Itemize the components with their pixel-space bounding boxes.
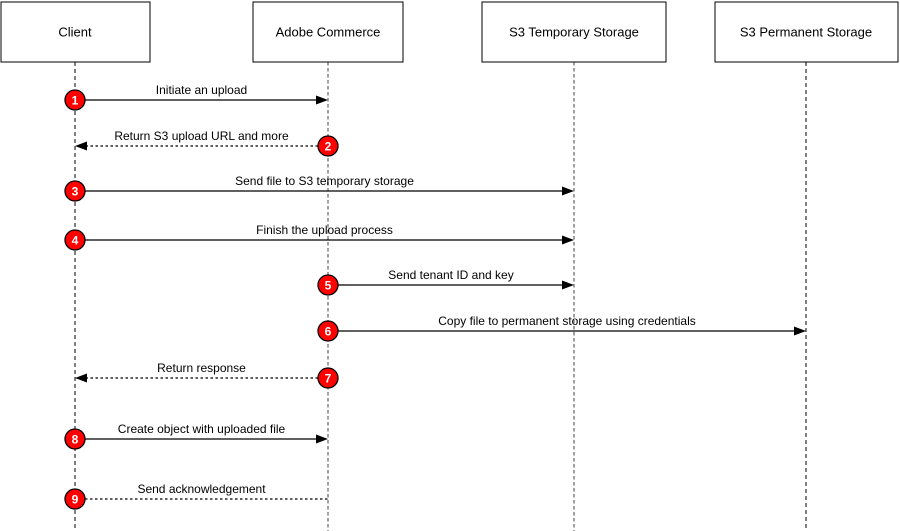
message-arrowhead-5 [562, 280, 574, 290]
message-label-4: Finish the upload process [256, 223, 393, 237]
step-number-4: 4 [72, 234, 79, 248]
step-number-3: 3 [72, 185, 79, 199]
message-arrowhead-6 [794, 326, 806, 336]
step-badge-7 [317, 367, 339, 389]
actor-box-adobe-commerce [252, 1, 404, 63]
step-badge-6 [317, 320, 339, 342]
actor-label-s3-permanent: S3 Permanent Storage [740, 25, 872, 40]
message-arrowhead-1 [316, 95, 328, 105]
step-badge-5 [317, 274, 339, 296]
step-number-5: 5 [325, 279, 332, 293]
actor-box-client [0, 1, 151, 63]
message-label-8: Create object with uploaded file [118, 422, 286, 436]
message-arrowhead-8 [316, 434, 328, 444]
step-badge-1 [64, 89, 86, 111]
step-number-7: 7 [325, 372, 332, 386]
step-badge-9 [64, 488, 86, 510]
message-label-7: Return response [157, 361, 246, 375]
message-label-9: Send acknowledgement [137, 482, 266, 496]
message-arrowhead-4 [562, 235, 574, 245]
message-label-1: Initiate an upload [156, 83, 247, 97]
actor-box-s3-temporary [481, 1, 667, 63]
step-number-8: 8 [72, 433, 79, 447]
actor-label-s3-temporary: S3 Temporary Storage [509, 25, 639, 40]
step-number-6: 6 [325, 325, 332, 339]
message-label-5: Send tenant ID and key [388, 268, 513, 282]
step-badge-3 [64, 180, 86, 202]
message-arrowhead-7 [75, 373, 87, 383]
message-arrowhead-3 [562, 186, 574, 196]
step-number-2: 2 [325, 140, 332, 154]
message-arrowhead-2 [75, 141, 87, 151]
message-label-6: Copy file to permanent storage using cre… [438, 314, 695, 328]
actor-box-s3-permanent [714, 1, 899, 63]
message-label-3: Send file to S3 temporary storage [235, 174, 414, 188]
actor-label-client: Client [58, 25, 92, 40]
step-badge-4 [64, 229, 86, 251]
step-number-9: 9 [72, 493, 79, 507]
message-label-2: Return S3 upload URL and more [114, 129, 289, 143]
actor-label-adobe-commerce: Adobe Commerce [276, 25, 381, 40]
step-number-1: 1 [72, 94, 79, 108]
step-badge-8 [64, 428, 86, 450]
step-badge-2 [317, 135, 339, 157]
